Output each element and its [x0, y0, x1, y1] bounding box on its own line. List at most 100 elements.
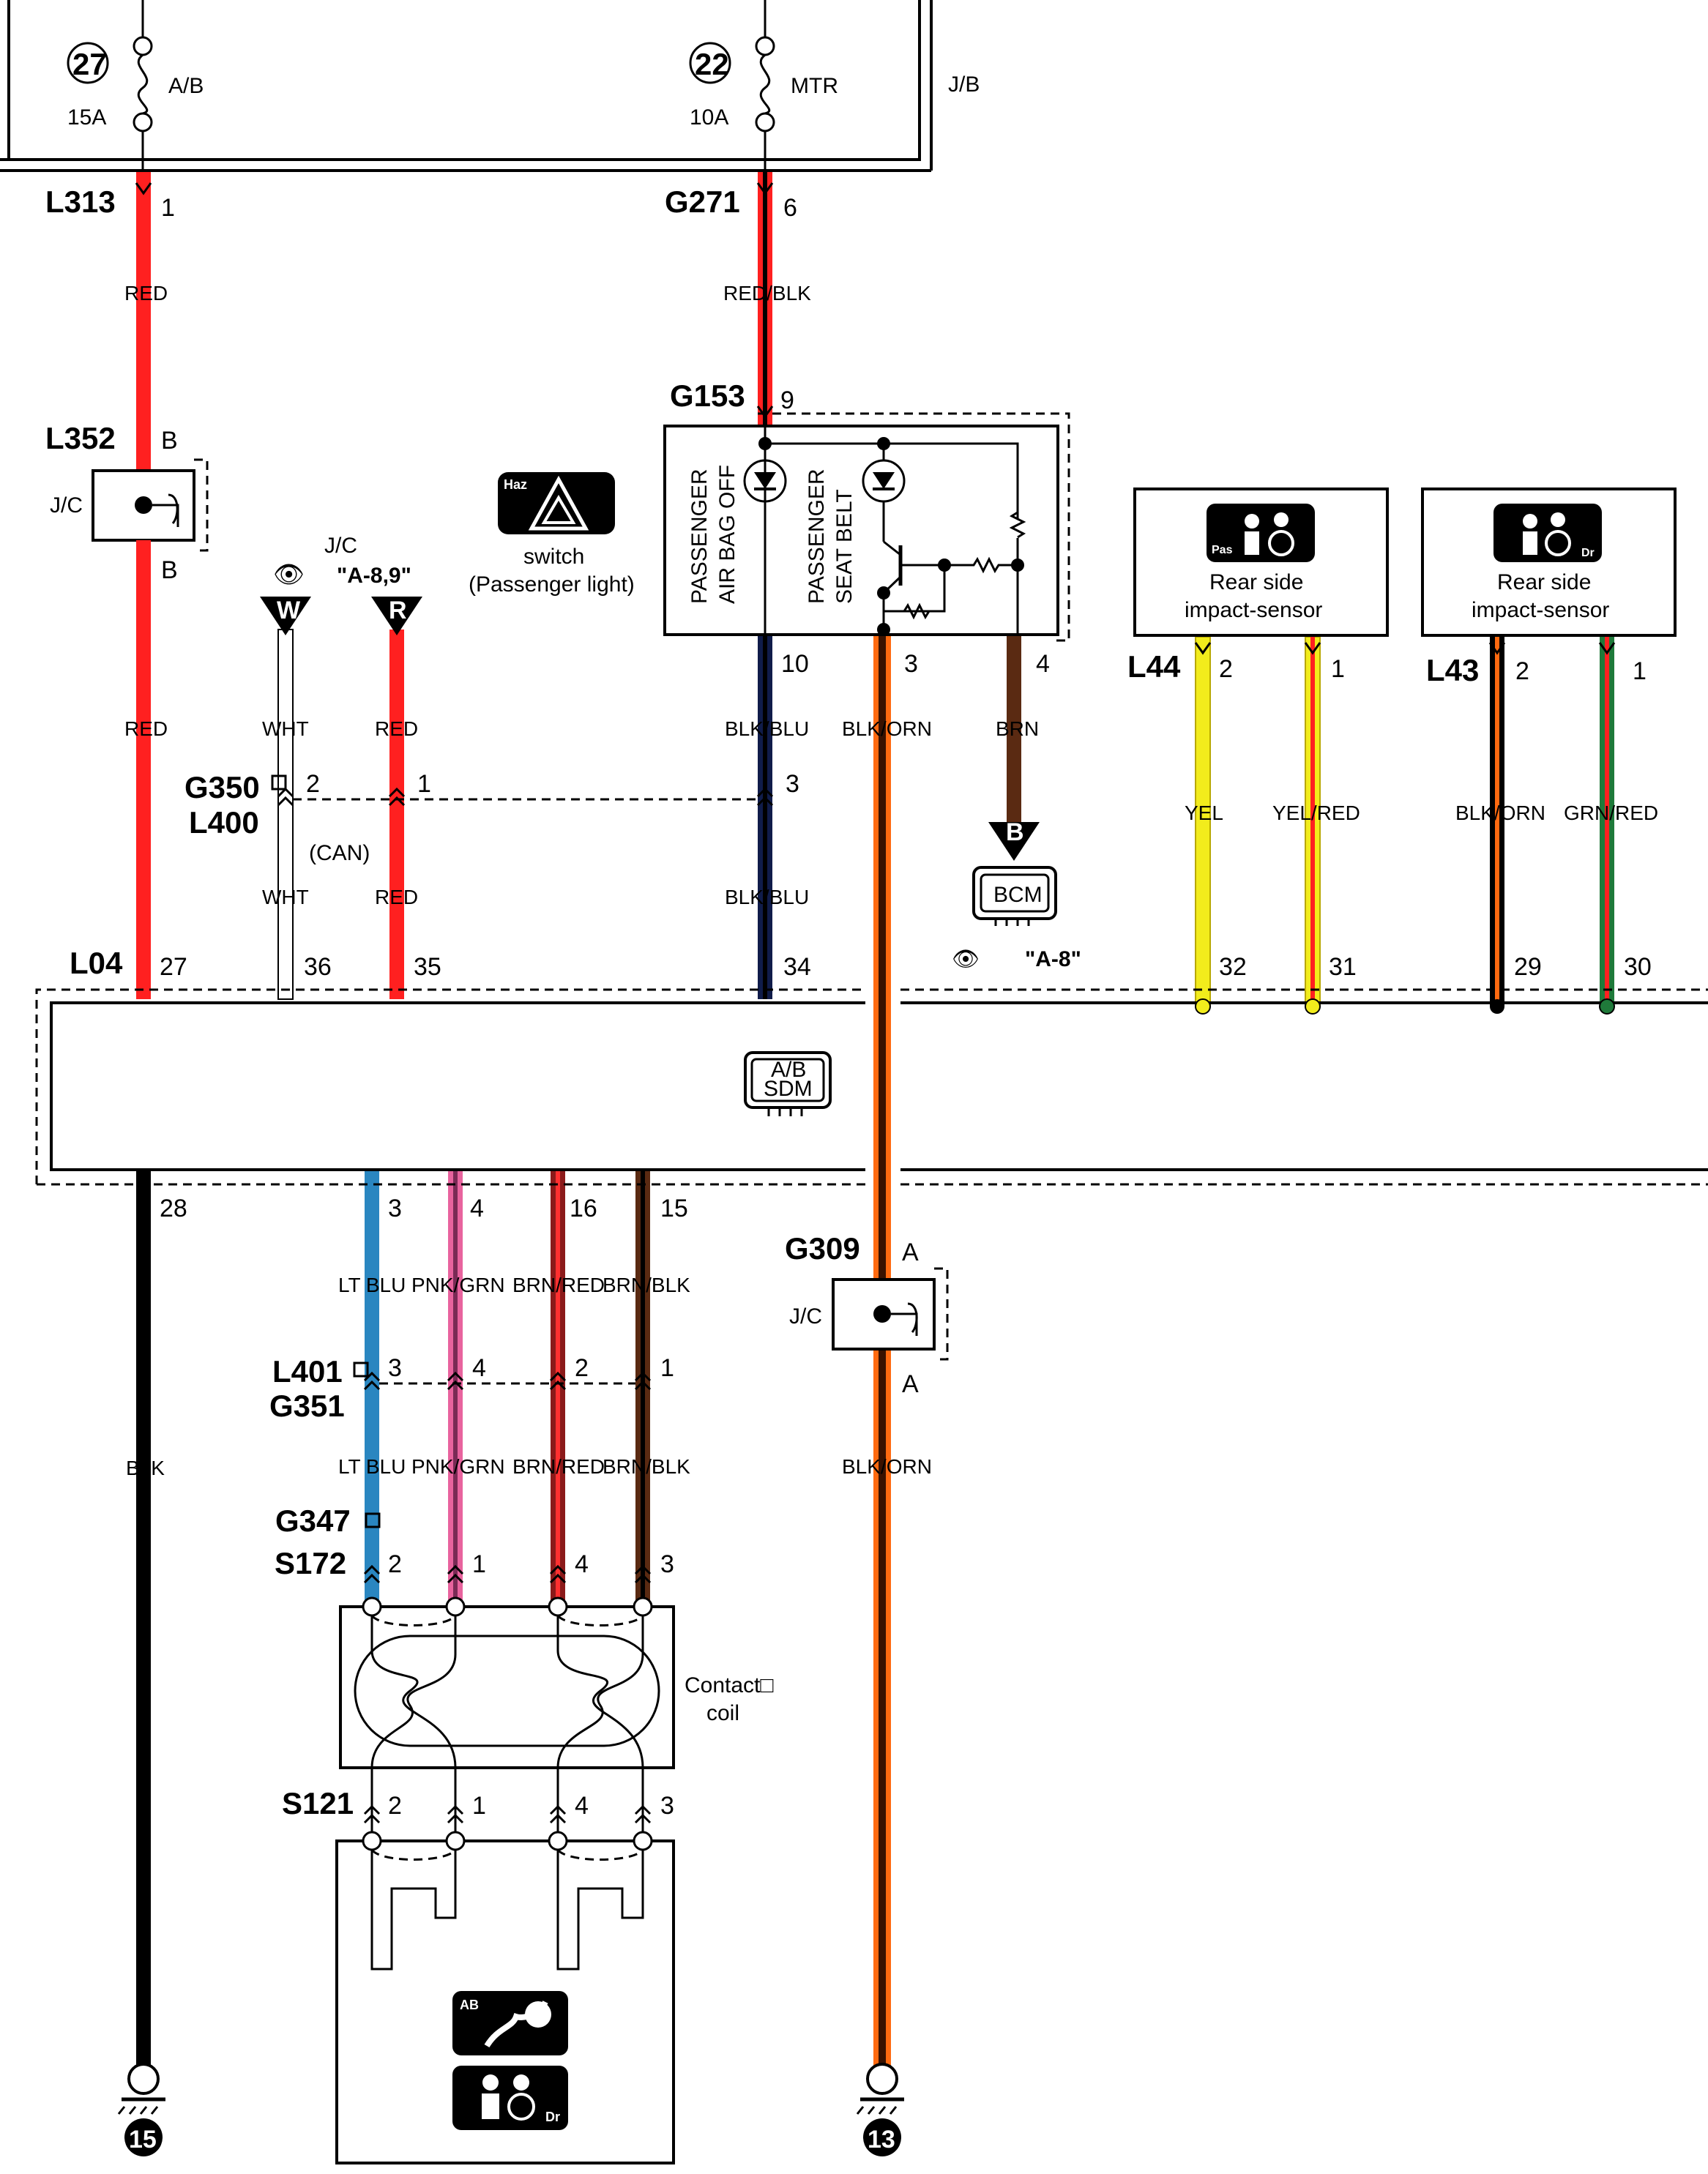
wire-pnk-grn — [448, 1170, 463, 1602]
wire-brn-red — [551, 1170, 565, 1602]
pin-s121-3: 3 — [660, 1792, 674, 1820]
wire-red-blk — [758, 172, 772, 425]
wire-label-blk-orn-1: BLK/ORN — [842, 717, 932, 740]
wire-label-wht-2: WHT — [262, 886, 309, 908]
fuse-27-number: 27 — [72, 47, 107, 81]
badge-w-letter: W — [277, 597, 301, 624]
ref-a89: "A-8,9" — [337, 564, 411, 588]
wire-wht — [277, 629, 294, 1000]
connector-l04-label: L04 — [70, 946, 123, 980]
connector-g309-label: G309 — [785, 1231, 860, 1266]
dr-tag-rear: Dr — [1581, 547, 1595, 559]
wire-blk-orn — [873, 635, 891, 2085]
wire-label-red-4: RED — [375, 886, 418, 908]
pin-s121-1: 1 — [472, 1792, 486, 1820]
wire-label-brn-blk-2: BRN/BLK — [603, 1455, 690, 1478]
pin-l04-27: 27 — [160, 953, 187, 981]
wire-label-blk-blu-2: BLK/BLU — [725, 886, 809, 908]
wire-label-red-2: RED — [124, 717, 168, 740]
wire-label-blk-orn-2: BLK/ORN — [1455, 802, 1545, 824]
bcm: B BCM 👁 "A-8" — [952, 818, 1081, 971]
pin-s172-3: 3 — [660, 1550, 674, 1578]
wire-label-yel-red: YEL/RED — [1272, 802, 1360, 824]
wire-label-blk: BLK — [126, 1457, 165, 1479]
wire-label-wht-1: WHT — [262, 717, 309, 740]
pin-l401-1: 1 — [660, 1354, 674, 1382]
junction-block-label: J/B — [948, 72, 980, 97]
wire-label-blk-orn-3: BLK/ORN — [842, 1455, 932, 1478]
g309-jc-label: J/C — [789, 1304, 822, 1329]
wire-label-brn-red-2: BRN/RED — [512, 1455, 605, 1478]
connector-g350-l400: G350 L400 2 1 3 (CAN) — [184, 770, 799, 865]
rear-sensor-dr-line1: Rear side — [1497, 570, 1591, 594]
pin-g153-10: 10 — [781, 650, 809, 678]
wire-label-blk-blu-1: BLK/BLU — [725, 717, 809, 740]
passenger-indicator-module: G153 9 PASSENGER AIR BAG OFF PASSENGER S… — [663, 378, 1070, 678]
badge-r: R — [371, 597, 422, 635]
connector-g271-label: G271 — [665, 184, 740, 219]
wire-red-main — [136, 172, 151, 999]
pas-tag: Pas — [1212, 544, 1233, 556]
pin-l313-1: 1 — [161, 194, 175, 222]
connector-l313: L313 1 — [45, 182, 175, 222]
contact-coil-line1: Contact□ — [685, 1673, 774, 1697]
pin-g350-3: 3 — [786, 770, 799, 798]
wire-brn — [1007, 635, 1021, 822]
connector-l43-label: L43 — [1426, 653, 1479, 687]
connector-g271: G271 6 — [665, 182, 797, 222]
contact-coil-line2: coil — [706, 1701, 739, 1725]
psb-line2: SEAT BELT — [832, 489, 857, 604]
fuse-27: 27 A/B 15A — [67, 0, 204, 171]
pin-s172-4: 4 — [575, 1550, 589, 1578]
connector-s121-label: S121 — [282, 1786, 354, 1820]
connector-l313-label: L313 — [45, 184, 116, 219]
wire-label-pnk-grn-2: PNK/GRN — [411, 1455, 505, 1478]
wire-label-lt-blu-2: LT BLU — [338, 1455, 406, 1478]
hazard-switch: Haz switch (Passenger light) — [469, 472, 635, 597]
pin-g153-4: 4 — [1036, 650, 1050, 678]
connector-g347-label: G347 — [275, 1504, 351, 1538]
pin-s172-2: 2 — [388, 1550, 402, 1578]
connector-s172-label: S172 — [275, 1546, 346, 1580]
wire-label-brn: BRN — [996, 717, 1039, 740]
pin-l43-2: 2 — [1515, 657, 1529, 685]
coil-spiral-icon — [354, 1635, 660, 1747]
junction-connector-g309: G309 A J/C A — [785, 1231, 949, 1398]
fuse-27-rating: 15A — [67, 105, 106, 130]
wire-lt-blu — [365, 1170, 379, 1602]
pin-l04-35: 35 — [414, 953, 441, 981]
ref-a8: "A-8" — [1025, 947, 1081, 971]
pin-l44-2: 2 — [1219, 655, 1233, 683]
ab-tag: AB — [460, 1998, 479, 2012]
wire-label-pnk-grn-1: PNK/GRN — [411, 1274, 505, 1296]
connector-l43: L43 2 1 — [1426, 642, 1647, 687]
connector-l44: L44 2 1 — [1127, 642, 1345, 684]
occupant-icon — [1245, 514, 1259, 528]
wire-blk-orn-l43 — [1490, 637, 1504, 1006]
ground-15-icon — [127, 2063, 160, 2095]
rear-sensor-dr-line2: impact-sensor — [1472, 598, 1609, 622]
wire-red-r — [389, 630, 404, 999]
wire-label-red-1: RED — [124, 282, 168, 305]
pin-l04-32: 32 — [1219, 953, 1247, 981]
junction-block: J/B — [0, 0, 980, 172]
jc-reference: J/C 👁 "A-8,9" — [273, 534, 411, 589]
pin-l04-28: 28 — [160, 1195, 187, 1222]
ground-13: 13 — [856, 2063, 904, 2156]
l352-pin-b-top: B — [161, 427, 178, 455]
sdm-line2: SDM — [764, 1077, 813, 1101]
dr-tag-module: Dr — [545, 2110, 560, 2124]
pin-l401-3: 3 — [388, 1354, 402, 1382]
g309-pin-a-bottom: A — [902, 1370, 919, 1398]
pin-g271-6: 6 — [783, 194, 797, 222]
pin-l401-4: 4 — [472, 1354, 486, 1382]
pin-l401-2: 2 — [575, 1354, 589, 1382]
fuse-27-name: A/B — [168, 74, 204, 98]
wire-label-lt-blu-1: LT BLU — [338, 1274, 406, 1296]
pin-l04-3: 3 — [388, 1195, 402, 1222]
g309-pin-a-top: A — [902, 1239, 919, 1266]
rear-sensor-pas-line1: Rear side — [1209, 570, 1303, 594]
can-label: (CAN) — [309, 841, 370, 865]
pin-l04-16: 16 — [570, 1195, 597, 1222]
pin-l04-34: 34 — [783, 953, 811, 981]
